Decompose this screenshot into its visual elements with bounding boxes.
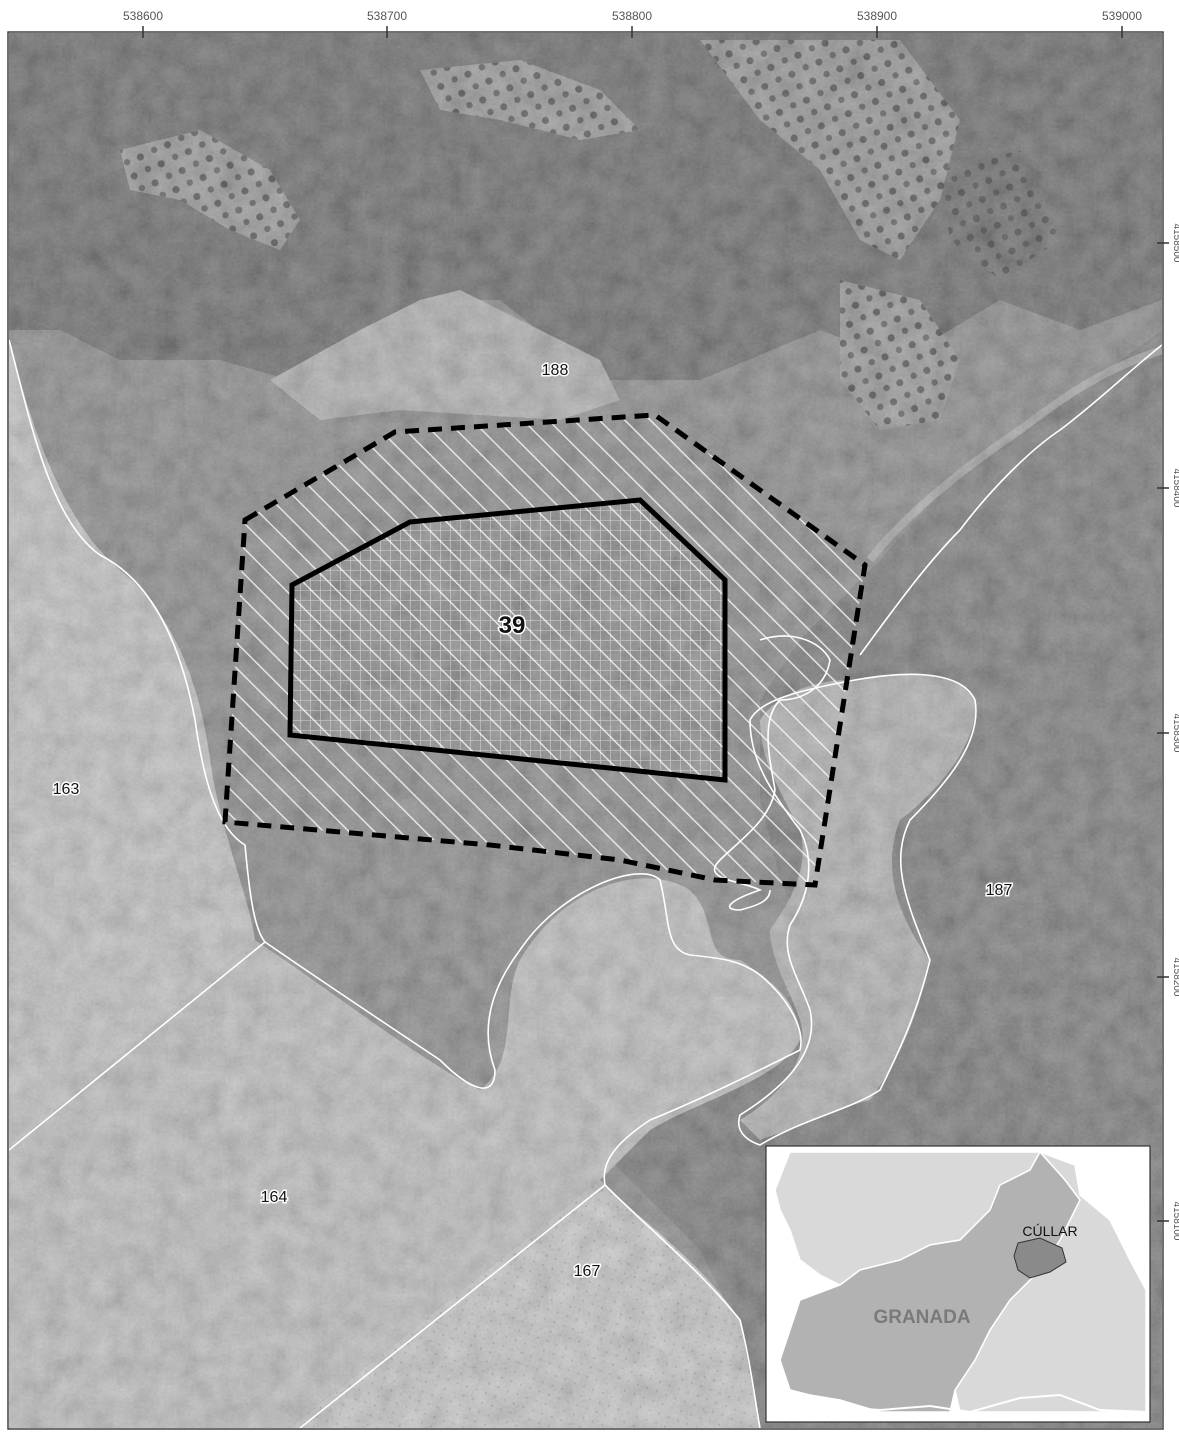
inset-location-map: GRANADA CÚLLAR xyxy=(765,1145,1151,1423)
site-core-polygon xyxy=(287,497,728,783)
boundary-164-east xyxy=(264,873,802,1428)
parcel-label-167: 167 xyxy=(574,1263,601,1280)
northing-tick-label: 4158500 xyxy=(1171,224,1179,263)
northing-tick-label: 4158200 xyxy=(1171,958,1179,997)
easting-tick-label: 539000 xyxy=(1102,9,1142,23)
easting-tick-label: 538900 xyxy=(857,9,897,23)
easting-ticks xyxy=(142,26,1123,38)
map-border xyxy=(7,31,1164,1430)
boundary-163 xyxy=(9,339,266,943)
inset-label-cullar: CÚLLAR xyxy=(1022,1223,1077,1239)
parcel-label-187: 187 xyxy=(986,882,1013,899)
northing-ticks xyxy=(1157,242,1169,1222)
site-label: 39 xyxy=(499,612,526,639)
easting-tick-label: 538700 xyxy=(367,9,407,23)
easting-tick-label: 538800 xyxy=(612,9,652,23)
inset-label-granada: GRANADA xyxy=(873,1307,970,1328)
northing-tick-label: 4158300 xyxy=(1171,714,1179,753)
inset-municipality-cullar xyxy=(1013,1237,1067,1279)
boundary-164-west xyxy=(9,941,266,1151)
boundary-167 xyxy=(604,1184,761,1428)
easting-tick-label: 538600 xyxy=(123,9,163,23)
parcel-label-164: 164 xyxy=(261,1189,288,1206)
boundary-187-river xyxy=(859,344,1162,656)
northing-tick-label: 4158400 xyxy=(1171,469,1179,508)
parcel-label-163: 163 xyxy=(53,781,80,798)
parcel-label-188: 188 xyxy=(542,362,569,379)
northing-tick-label: 4158100 xyxy=(1171,1202,1179,1241)
